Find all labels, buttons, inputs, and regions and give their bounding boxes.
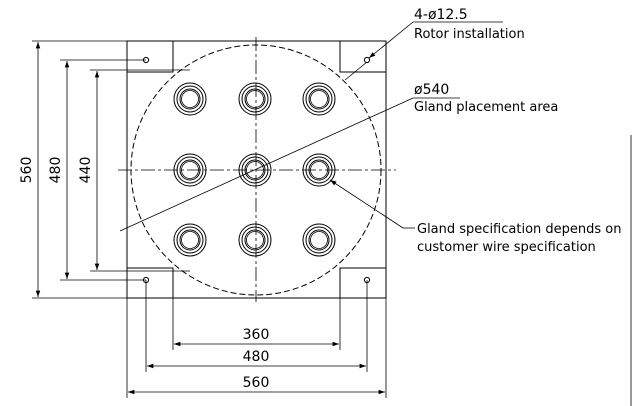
horizontal-dimensions: 360 480 560 (126, 268, 387, 398)
gland-area-spec: ø540 (414, 82, 449, 98)
gland-spec-line-2: customer wire specification (417, 240, 596, 255)
dim-label-vertical-560: 560 (19, 157, 35, 184)
corner-pad-bottom-left (126, 267, 174, 299)
gland (173, 223, 207, 257)
rotor-hole-spec: 4-ø12.5 (414, 7, 468, 23)
gland (302, 223, 336, 257)
gland (302, 153, 336, 187)
gland (173, 82, 207, 116)
dim-label-horizontal-480: 480 (243, 349, 270, 365)
dim-label-vertical-440: 440 (78, 157, 94, 184)
dim-label-horizontal-360: 360 (243, 327, 270, 343)
gland (238, 223, 272, 257)
vertical-dimensions: 560 480 440 (19, 40, 190, 299)
gland-area-note: Gland placement area (414, 100, 558, 115)
gland (238, 82, 272, 116)
dim-label-horizontal-560: 560 (243, 375, 270, 391)
gland (302, 82, 336, 116)
rotor-hole-callout: 4-ø12.5 Rotor installation (344, 7, 525, 81)
gland (173, 153, 207, 187)
corner-pad-top-right (339, 40, 387, 73)
corner-pads (126, 40, 387, 299)
gland-grid (173, 82, 336, 257)
corner-pad-bottom-right (339, 267, 387, 299)
center-lines (118, 37, 396, 302)
plate-outline (126, 40, 387, 299)
gland-spec-line-1: Gland specification depends on (417, 222, 621, 237)
gland (238, 153, 272, 187)
dim-label-vertical-480: 480 (48, 157, 64, 184)
gland-spec-callout: Gland specification depends on customer … (329, 179, 621, 255)
rotor-hole-top-right (363, 56, 371, 64)
rotor-hole-note: Rotor installation (414, 27, 525, 42)
corner-pad-top-left (126, 40, 174, 73)
gland-area-callout: ø540 Gland placement area (119, 82, 558, 232)
